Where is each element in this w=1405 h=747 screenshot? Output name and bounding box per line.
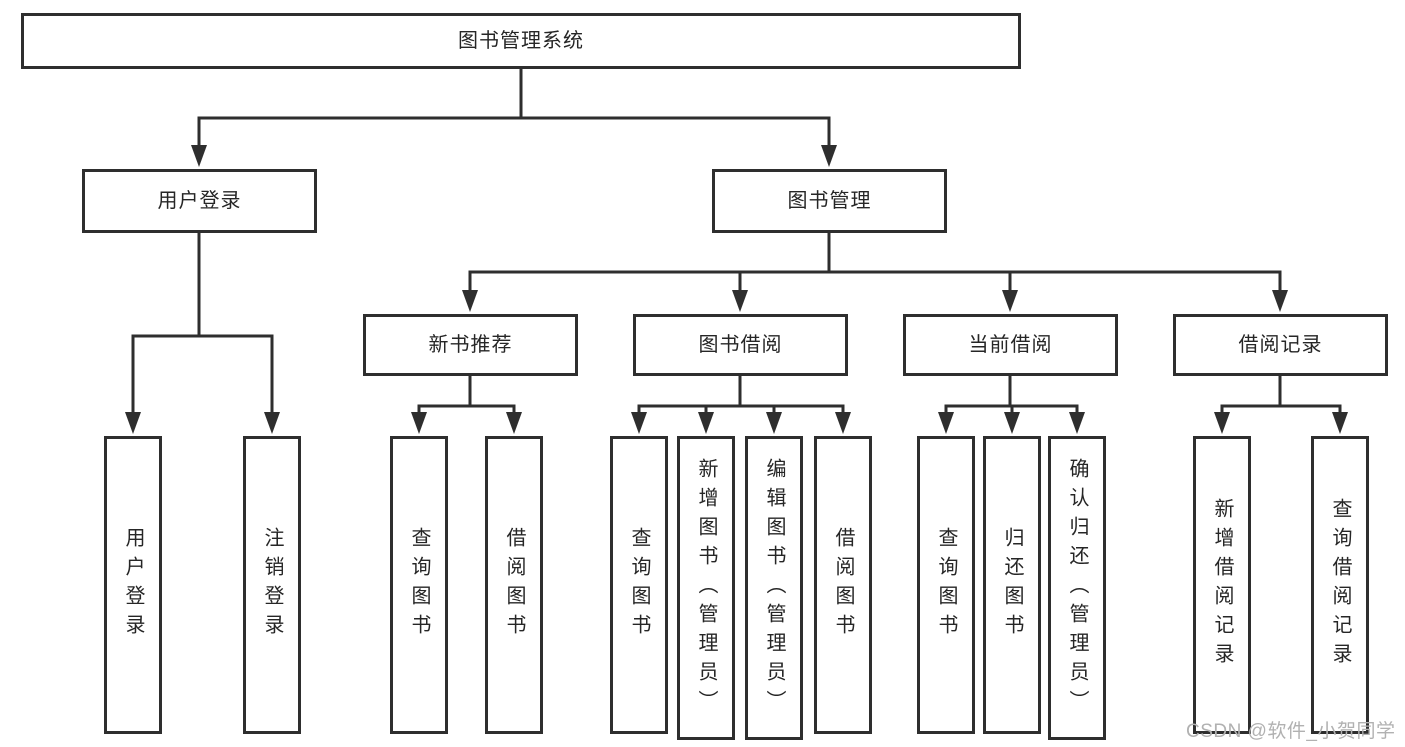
node-borrow-records-label: 借阅记录 [1238, 334, 1323, 356]
leaf-br-query-borrow-record-label: 查询借阅记录 [1329, 498, 1351, 672]
leaf-cb-query-books-label: 查询图书 [935, 527, 957, 643]
leaf-user-login-label: 用户登录 [122, 527, 144, 643]
leaf-br-add-borrow-record-label: 新增借阅记录 [1211, 498, 1233, 672]
node-book-management-label: 图书管理 [787, 190, 872, 212]
node-book-borrow: 图书借阅 [633, 314, 848, 376]
node-root: 图书管理系统 [21, 13, 1021, 69]
node-book-borrow-label: 图书借阅 [698, 334, 783, 356]
node-user-login-label: 用户登录 [157, 190, 242, 212]
leaf-nr-query-books: 查询图书 [390, 436, 448, 734]
leaf-bb-borrow-books-label: 借阅图书 [832, 527, 854, 643]
leaf-user-login: 用户登录 [104, 436, 162, 734]
csdn-watermark: CSDN @软件_小贺同学 [1186, 721, 1396, 742]
leaf-nr-borrow-books-label: 借阅图书 [503, 527, 525, 643]
leaf-cb-return-books-label: 归还图书 [1001, 527, 1023, 643]
leaf-bb-edit-books-admin: 编辑图书（管理员） [745, 436, 803, 740]
node-borrow-records: 借阅记录 [1173, 314, 1388, 376]
arrowheads [125, 145, 1348, 434]
leaf-bb-edit-books-admin-label: 编辑图书（管理员） [763, 457, 785, 719]
leaf-bb-query-books: 查询图书 [610, 436, 668, 734]
leaf-bb-borrow-books: 借阅图书 [814, 436, 872, 734]
leaf-nr-query-books-label: 查询图书 [408, 527, 430, 643]
leaf-cb-query-books: 查询图书 [917, 436, 975, 734]
node-book-management: 图书管理 [712, 169, 947, 233]
leaf-cb-confirm-return-admin-label: 确认归还（管理员） [1066, 457, 1088, 719]
leaf-cb-confirm-return-admin: 确认归还（管理员） [1048, 436, 1106, 740]
node-root-label: 图书管理系统 [458, 30, 584, 52]
leaf-cb-return-books: 归还图书 [983, 436, 1041, 734]
node-new-book-recommend-label: 新书推荐 [428, 334, 513, 356]
leaf-br-query-borrow-record: 查询借阅记录 [1311, 436, 1369, 734]
leaf-bb-add-books-admin: 新增图书（管理员） [677, 436, 735, 740]
leaf-logout-label: 注销登录 [261, 527, 283, 643]
node-new-book-recommend: 新书推荐 [363, 314, 578, 376]
leaf-bb-query-books-label: 查询图书 [628, 527, 650, 643]
node-current-borrow-label: 当前借阅 [968, 334, 1053, 356]
leaf-logout: 注销登录 [243, 436, 301, 734]
leaf-nr-borrow-books: 借阅图书 [485, 436, 543, 734]
connector-lines [131, 67, 1342, 414]
node-current-borrow: 当前借阅 [903, 314, 1118, 376]
node-user-login: 用户登录 [82, 169, 317, 233]
leaf-br-add-borrow-record: 新增借阅记录 [1193, 436, 1251, 734]
leaf-bb-add-books-admin-label: 新增图书（管理员） [695, 457, 717, 719]
